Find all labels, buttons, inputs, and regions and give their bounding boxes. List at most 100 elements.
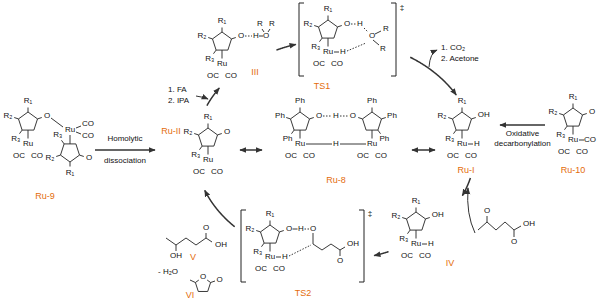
atom-label: Ru — [295, 140, 305, 148]
bond — [340, 144, 366, 145]
species-box: V — [160, 222, 228, 263]
atom-label: OC — [255, 265, 267, 273]
atom-label: H — [428, 240, 434, 248]
bond — [61, 140, 64, 144]
bond — [222, 50, 223, 58]
atom-label: O — [316, 112, 322, 120]
atom-label: ‡ — [368, 210, 372, 218]
atom-label: R₃ — [53, 131, 62, 139]
bond — [340, 247, 345, 250]
atom-label: O — [238, 32, 244, 40]
atom-label: O — [203, 224, 209, 232]
bond — [583, 114, 587, 115]
cp-ring — [362, 112, 381, 130]
bond — [195, 283, 198, 292]
bond — [56, 155, 60, 156]
atom-label: OH — [478, 111, 490, 119]
atom-label: R₃ — [11, 135, 20, 143]
bond — [573, 126, 574, 134]
atom-label: R₁ — [266, 210, 274, 218]
reagent-arrow — [429, 50, 437, 67]
atom-label: Ph — [387, 112, 397, 120]
bond — [270, 221, 271, 226]
atom-label: Ru — [217, 60, 227, 68]
bond — [382, 118, 386, 119]
bond — [232, 38, 236, 39]
bond — [407, 230, 410, 234]
reaction-arrow — [462, 178, 470, 196]
bond — [293, 229, 298, 230]
bond — [472, 118, 476, 119]
atom-label: OC — [447, 152, 459, 160]
atom-label: O — [200, 273, 206, 281]
atom-label: R₃ — [191, 151, 200, 159]
bond — [208, 146, 209, 154]
atom-label: ‡ — [400, 4, 404, 12]
atom-label: O — [286, 225, 292, 233]
bond — [306, 144, 332, 145]
atom-label: R₂ — [304, 20, 313, 28]
atom-label: R — [380, 45, 386, 53]
bond — [286, 118, 290, 119]
cp-ring — [406, 212, 425, 230]
bond — [351, 24, 356, 25]
atom-label: R₁ — [458, 97, 466, 105]
atom-label: OC — [558, 148, 570, 156]
atom-label: H — [298, 225, 304, 233]
bond — [14, 118, 18, 119]
bond — [453, 130, 456, 134]
bond — [468, 144, 473, 145]
atom-label: Ru — [323, 48, 333, 56]
atom-label: CO — [273, 265, 285, 273]
bond — [416, 230, 417, 238]
atom-label: O — [484, 207, 490, 215]
atom-label: H — [253, 32, 259, 40]
atom-label: CO — [31, 152, 43, 160]
bond — [378, 130, 381, 134]
atom-label: R₃ — [253, 248, 262, 256]
atom-label: Ph — [275, 112, 285, 120]
cp-ring — [198, 128, 217, 146]
bond — [270, 243, 271, 251]
edge-label: Homolytic dissociation — [97, 128, 153, 172]
atom-label: OC — [13, 152, 25, 160]
atom-label: Ru — [457, 140, 467, 148]
atom-label: OC — [313, 60, 325, 68]
bond — [289, 245, 311, 256]
atom-label: Ru — [23, 140, 33, 148]
atom-label: Ru — [367, 140, 377, 148]
cp-ring — [18, 112, 37, 130]
bond — [190, 280, 195, 283]
atom-label: OH — [523, 220, 535, 228]
bond — [208, 124, 209, 129]
bond — [372, 108, 373, 113]
bond — [38, 118, 42, 119]
bond — [76, 126, 81, 128]
atom-label: Ru — [568, 136, 578, 144]
reagent-label: 1. FA — [168, 86, 187, 94]
bond — [300, 108, 301, 113]
atom-label: R₂ — [392, 212, 401, 220]
bond — [334, 52, 339, 53]
reaction-arrow — [240, 149, 262, 151]
atom-label: OC — [207, 72, 219, 80]
bond — [305, 229, 310, 230]
species-box: III — [190, 15, 276, 88]
bond — [206, 233, 207, 238]
atom-label: CO — [82, 120, 94, 128]
atom-label: Ph — [283, 135, 293, 143]
atom-label: R₂ — [46, 154, 55, 162]
reagent-label: 2. IPA — [168, 97, 189, 105]
atom-label: H — [474, 140, 480, 148]
bond — [416, 208, 417, 213]
species-box: IV — [389, 196, 466, 272]
bond — [328, 38, 329, 46]
atom-label: O — [350, 112, 356, 120]
ts-bracket — [299, 3, 304, 76]
atom-label: Ru — [411, 240, 421, 248]
bond — [402, 218, 406, 219]
cp-ring — [318, 20, 337, 38]
cp-ring — [452, 112, 471, 130]
